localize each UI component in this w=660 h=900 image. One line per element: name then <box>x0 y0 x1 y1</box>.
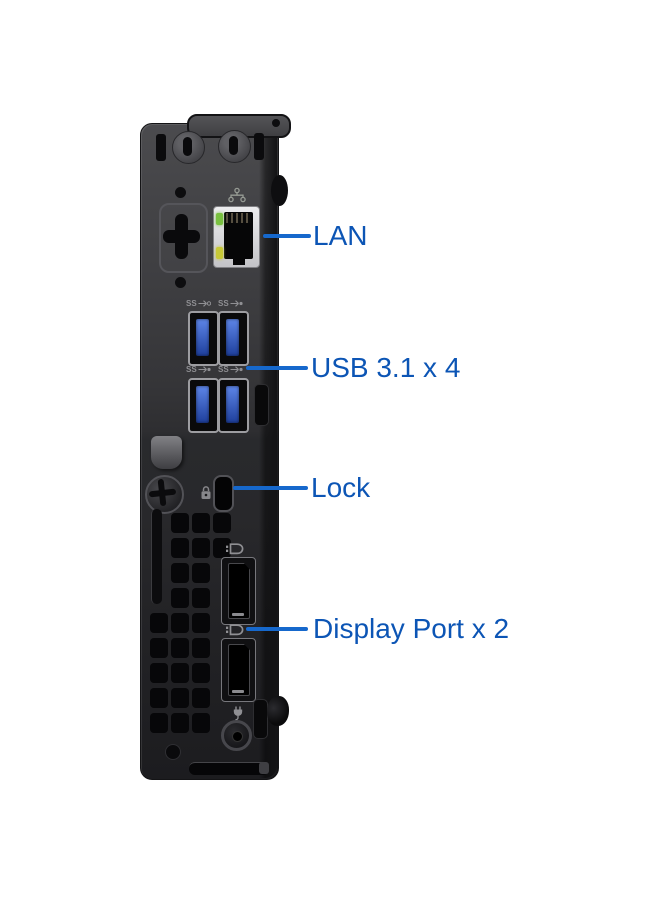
vent-hole <box>171 663 189 683</box>
usb-port-4 <box>218 378 249 433</box>
vent-hole <box>150 713 168 733</box>
lan-link-led-yellow <box>216 247 223 259</box>
displayport-icon <box>226 624 244 636</box>
rj45-clip-notch <box>233 258 245 265</box>
usb-ss-icon: SS <box>186 364 211 374</box>
power-pin-hole <box>232 731 243 742</box>
keyhole-slot-right <box>229 136 238 155</box>
vent-hole <box>192 513 210 533</box>
vent-hole <box>171 613 189 633</box>
plate-cross-cutout-horizontal <box>163 230 200 243</box>
groove-clip <box>259 762 269 774</box>
vent-hole <box>192 713 210 733</box>
vent-hole <box>192 563 210 583</box>
vent-hole <box>171 513 189 533</box>
vent-hole <box>192 638 210 658</box>
vent-hole <box>171 638 189 658</box>
callout-label-displayport: Display Port x 2 <box>313 613 510 644</box>
vent-hole <box>171 688 189 708</box>
callout-label-lan: LAN <box>313 220 368 251</box>
vent-hole <box>192 688 210 708</box>
displayport-port-2 <box>221 638 256 702</box>
rj45-pins <box>226 213 251 223</box>
callout-line-usb <box>246 366 308 370</box>
dp-contact-edge <box>232 690 244 693</box>
usb-tongue <box>196 386 209 423</box>
mount-slot-left <box>156 134 166 161</box>
expansion-slot-upper <box>254 384 269 426</box>
screw-hole-lower <box>175 277 186 288</box>
ethernet-network-icon <box>228 187 246 203</box>
expansion-slot-lower <box>253 699 268 739</box>
usb-ss-icon: SS <box>218 364 243 374</box>
chassis-side-shadow <box>259 123 277 778</box>
usb-tongue <box>196 319 209 356</box>
usb-port-1 <box>188 311 219 366</box>
displayport-icon <box>226 543 244 555</box>
vent-hole <box>150 638 168 658</box>
callout-line-displayport <box>246 627 308 631</box>
vent-hole <box>150 613 168 633</box>
power-plug-icon <box>233 706 243 721</box>
dp-contact-edge <box>232 613 244 616</box>
bottom-stand-groove <box>189 762 269 775</box>
usb-ss-powershare-icon: SS <box>186 298 211 308</box>
vent-hole <box>213 513 231 533</box>
vent-hole <box>171 713 189 733</box>
usb-port-3 <box>188 378 219 433</box>
vent-hole <box>192 663 210 683</box>
vent-hole <box>171 563 189 583</box>
usb-tongue <box>226 319 239 356</box>
mount-slot-right <box>254 133 264 160</box>
vent-hole <box>150 663 168 683</box>
usb-port-2 <box>218 311 249 366</box>
top-edge-lip-endcap <box>272 119 280 127</box>
vent-groove <box>151 509 162 604</box>
vent-hole <box>150 688 168 708</box>
lan-activity-led-green <box>216 213 223 225</box>
vent-hole <box>192 588 210 608</box>
keyhole-slot-left <box>183 137 192 156</box>
vent-hole <box>171 538 189 558</box>
usb-ss-icon: SS <box>218 298 243 308</box>
displayport-port-1 <box>221 557 256 625</box>
dp-connector <box>228 563 250 619</box>
rubber-foot-knob <box>267 696 289 726</box>
vent-hole <box>192 538 210 558</box>
release-latch <box>151 436 182 469</box>
callout-line-lock <box>233 486 308 490</box>
padlock-icon <box>201 486 211 499</box>
vent-hole <box>213 538 231 558</box>
antenna-connector-bump <box>271 175 288 206</box>
callout-label-usb: USB 3.1 x 4 <box>311 352 461 383</box>
antenna-cover-plate <box>159 203 208 273</box>
bottom-screw-hole <box>165 744 181 760</box>
callout-label-lock: Lock <box>311 472 371 503</box>
usb-tongue <box>226 386 239 423</box>
callout-line-lan <box>263 234 311 238</box>
kensington-lock-slot <box>213 475 234 512</box>
vent-hole <box>171 588 189 608</box>
vent-hole <box>192 613 210 633</box>
dp-connector <box>228 644 250 696</box>
screw-hole-upper <box>175 187 186 198</box>
